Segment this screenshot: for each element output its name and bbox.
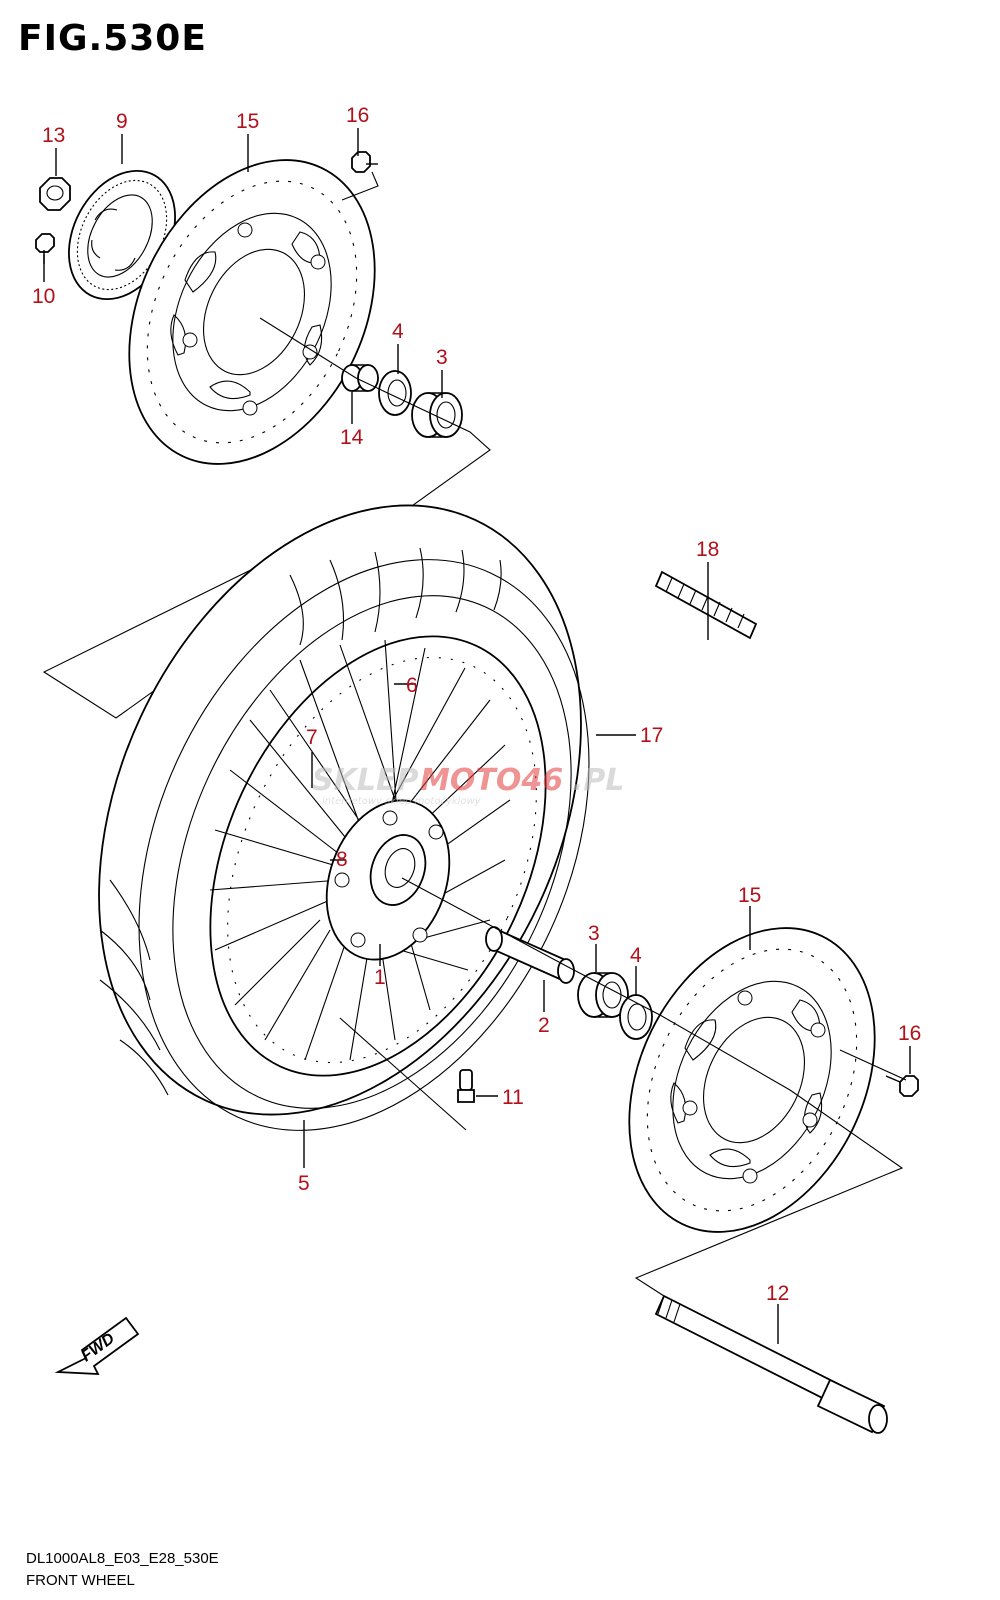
callout-16-upper: 16	[346, 104, 369, 127]
callout-15-lower: 15	[738, 884, 761, 907]
nut-13	[39, 177, 71, 211]
callout-8: 8	[336, 848, 348, 871]
oil-seal-lower	[619, 994, 653, 1040]
fwd-arrow-icon: FWD	[54, 1316, 140, 1375]
callout-16-lower: 16	[898, 1022, 921, 1045]
callout-10: 10	[32, 285, 55, 308]
callout-9: 9	[116, 110, 128, 133]
tire-valve	[457, 1069, 475, 1103]
front-axle	[654, 1294, 888, 1434]
callout-1: 1	[374, 966, 386, 989]
callout-labels: 13 9 15 16 10 4 3 14 18 6 17 7 8 1 15 3 …	[32, 104, 921, 1305]
callout-18: 18	[696, 538, 719, 561]
figure-title: FIG.530E	[18, 18, 207, 59]
callout-15-upper: 15	[236, 110, 259, 133]
bolt-16-upper	[351, 151, 378, 173]
spacer-14	[341, 364, 379, 392]
leader-lines	[43, 128, 911, 1344]
callout-7: 7	[306, 726, 318, 749]
balance-weight-strip	[654, 570, 758, 640]
callout-12: 12	[766, 1282, 789, 1305]
callout-14: 14	[340, 426, 364, 449]
diagram-caption: FRONT WHEEL	[26, 1572, 135, 1589]
brake-disc-upper	[128, 159, 376, 465]
svg-text:MOTO46: MOTO46	[420, 763, 563, 798]
svg-text:.PL: .PL	[572, 763, 625, 798]
brake-disc-lower	[628, 927, 876, 1233]
bearing-lower	[577, 972, 629, 1018]
watermark: SKLEP MOTO46 .PL internetowy sklep motoc…	[312, 763, 625, 807]
callout-4-lower: 4	[630, 944, 642, 967]
callout-13: 13	[42, 124, 65, 147]
model-code: DL1000AL8_E03_E28_530E	[26, 1550, 219, 1567]
callout-17: 17	[640, 724, 663, 747]
hub	[325, 799, 451, 961]
oil-seal-upper	[378, 370, 412, 416]
footer: DL1000AL8_E03_E28_530E FRONT WHEEL	[26, 1548, 219, 1592]
callout-11: 11	[502, 1086, 524, 1109]
axle-spacer	[485, 926, 575, 984]
callout-6: 6	[406, 674, 418, 697]
bolt-10	[35, 233, 55, 264]
callout-3-lower: 3	[588, 922, 600, 945]
callout-5: 5	[298, 1172, 310, 1195]
svg-text:SKLEP: SKLEP	[312, 763, 418, 798]
callout-3-upper: 3	[436, 346, 448, 369]
bolt-16-lower	[885, 1075, 919, 1097]
svg-text:internetowy sklep motocyklowy: internetowy sklep motocyklowy	[322, 796, 482, 807]
bearing-upper	[411, 392, 463, 438]
callout-2: 2	[538, 1014, 550, 1037]
callout-4-upper: 4	[392, 320, 404, 343]
